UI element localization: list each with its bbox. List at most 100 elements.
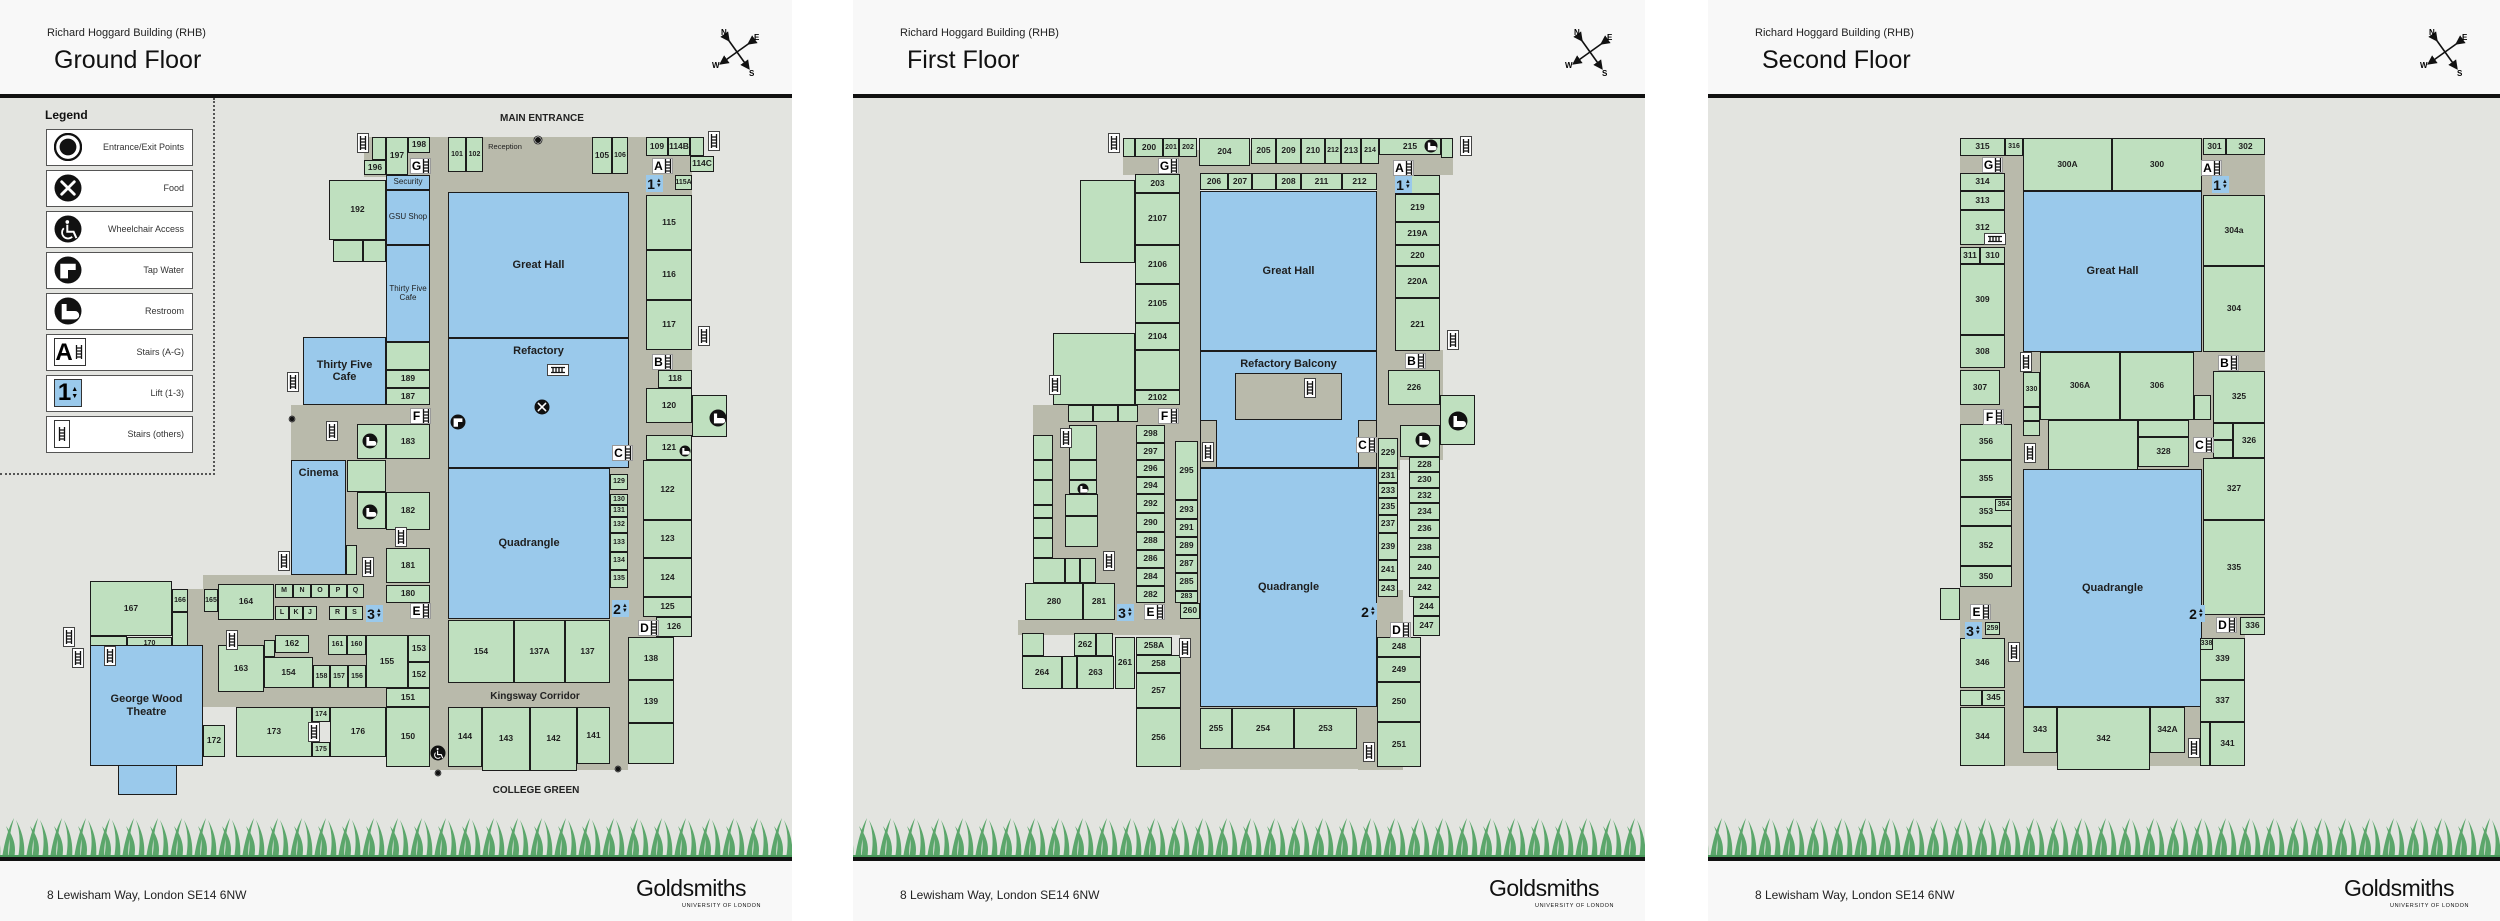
stair-marker[interactable]: A xyxy=(652,158,673,174)
stair-marker[interactable]: E xyxy=(1970,604,1991,620)
room-291[interactable]: 291 xyxy=(1175,519,1198,537)
room-great-hall[interactable]: Great Hall xyxy=(2023,191,2202,352)
room-114b[interactable]: 114B xyxy=(668,137,690,156)
lift-marker[interactable]: 3▲▼ xyxy=(1117,604,1134,621)
room-204[interactable]: 204 xyxy=(1199,138,1250,166)
stair-marker[interactable]: D xyxy=(2216,617,2237,633)
room-264[interactable]: 264 xyxy=(1022,656,1062,689)
room-219a[interactable]: 219A xyxy=(1395,222,1440,245)
room-192[interactable]: 192 xyxy=(329,180,386,240)
room-152[interactable]: 152 xyxy=(408,662,430,688)
room-325[interactable]: 325 xyxy=(2213,371,2265,423)
room-139[interactable]: 139 xyxy=(628,680,674,723)
room-247[interactable]: 247 xyxy=(1413,616,1440,636)
room-262[interactable]: 262 xyxy=(1074,633,1096,656)
room-338[interactable]: 338 xyxy=(2200,638,2213,650)
room-288[interactable]: 288 xyxy=(1136,532,1165,550)
room-thirty-five-cafe[interactable]: Thirty Five Cafe xyxy=(303,337,386,405)
room-137[interactable]: 137 xyxy=(565,620,610,683)
room-k[interactable]: K xyxy=(289,606,303,620)
room-207[interactable]: 207 xyxy=(1228,173,1252,190)
room-161[interactable]: 161 xyxy=(328,635,347,655)
room-258[interactable]: 258 xyxy=(1136,655,1181,673)
room-154[interactable]: 154 xyxy=(264,657,313,688)
room-quadrangle[interactable]: Quadrangle xyxy=(1200,468,1377,707)
room-212[interactable]: 212 xyxy=(1342,173,1377,190)
room-134[interactable]: 134 xyxy=(610,552,628,570)
room-296[interactable]: 296 xyxy=(1136,460,1165,477)
room-156[interactable]: 156 xyxy=(348,665,366,688)
room-208[interactable]: 208 xyxy=(1276,173,1301,190)
room-200[interactable]: 200 xyxy=(1135,138,1163,157)
room-2104[interactable]: 2104 xyxy=(1135,323,1180,350)
room-205[interactable]: 205 xyxy=(1251,138,1276,164)
room-292[interactable]: 292 xyxy=(1136,494,1165,513)
stair-marker[interactable]: A xyxy=(1393,160,1414,176)
room-220a[interactable]: 220A xyxy=(1395,266,1440,298)
stair-marker[interactable]: D xyxy=(1390,622,1411,638)
room-2106[interactable]: 2106 xyxy=(1135,245,1180,284)
room-219[interactable]: 219 xyxy=(1395,194,1440,222)
room-s[interactable]: S xyxy=(346,606,363,620)
room-250[interactable]: 250 xyxy=(1377,682,1421,722)
room-l[interactable]: L xyxy=(275,606,289,620)
room-131[interactable]: 131 xyxy=(610,505,628,517)
room-175[interactable]: 175 xyxy=(312,742,330,757)
room-282[interactable]: 282 xyxy=(1136,586,1165,603)
room-174[interactable]: 174 xyxy=(312,707,330,722)
stair-marker[interactable]: F xyxy=(1158,408,1179,424)
room-243[interactable]: 243 xyxy=(1378,580,1398,597)
room-r[interactable]: R xyxy=(329,606,346,620)
room-226[interactable]: 226 xyxy=(1388,370,1440,405)
room-215[interactable]: 215 xyxy=(1379,138,1441,155)
room-196[interactable]: 196 xyxy=(364,160,386,175)
room-293[interactable]: 293 xyxy=(1175,500,1198,519)
room-176[interactable]: 176 xyxy=(330,707,386,757)
room-304a[interactable]: 304a xyxy=(2203,195,2265,266)
room-187[interactable]: 187 xyxy=(386,388,430,405)
room-307[interactable]: 307 xyxy=(1960,370,2000,405)
room-344[interactable]: 344 xyxy=(1960,707,2005,766)
stair-marker[interactable]: C xyxy=(612,445,633,461)
room-167[interactable]: 167 xyxy=(90,581,172,636)
room-228[interactable]: 228 xyxy=(1409,457,1440,472)
room-328[interactable]: 328 xyxy=(2138,437,2189,467)
lift-marker[interactable]: 3▲▼ xyxy=(1965,622,1982,639)
room-158[interactable]: 158 xyxy=(313,665,330,688)
room-137a[interactable]: 137A xyxy=(514,620,565,683)
room-354[interactable]: 354 xyxy=(1995,499,2012,511)
room-314[interactable]: 314 xyxy=(1960,173,2005,191)
room-335[interactable]: 335 xyxy=(2203,520,2265,615)
room-132[interactable]: 132 xyxy=(610,517,628,533)
room-240[interactable]: 240 xyxy=(1409,557,1440,578)
room-160[interactable]: 160 xyxy=(347,635,366,655)
room-260[interactable]: 260 xyxy=(1180,603,1200,619)
room-151[interactable]: 151 xyxy=(386,688,430,707)
room-326[interactable]: 326 xyxy=(2233,423,2265,458)
room-313[interactable]: 313 xyxy=(1960,191,2005,210)
room-153[interactable]: 153 xyxy=(408,635,430,662)
room-116[interactable]: 116 xyxy=(646,250,692,300)
stair-marker[interactable]: F xyxy=(410,408,431,424)
room-197[interactable]: 197 xyxy=(386,137,408,175)
room-241[interactable]: 241 xyxy=(1378,560,1398,580)
room-255[interactable]: 255 xyxy=(1200,708,1232,749)
room-212[interactable]: 212 xyxy=(1325,138,1341,164)
room-209[interactable]: 209 xyxy=(1276,138,1301,164)
room-123[interactable]: 123 xyxy=(643,520,692,558)
room-295[interactable]: 295 xyxy=(1175,441,1198,500)
stair-marker[interactable]: F xyxy=(1983,409,2004,425)
room-289[interactable]: 289 xyxy=(1175,537,1198,555)
room-342a[interactable]: 342A xyxy=(2150,707,2185,753)
room-261[interactable]: 261 xyxy=(1115,637,1135,689)
room-thirty-five-cafe[interactable]: Thirty Five Cafe xyxy=(386,245,430,342)
room-122[interactable]: 122 xyxy=(643,460,692,520)
room-285[interactable]: 285 xyxy=(1175,573,1198,591)
room-109[interactable]: 109 xyxy=(646,137,668,156)
lift-marker[interactable]: 2▲▼ xyxy=(612,600,629,617)
room-297[interactable]: 297 xyxy=(1136,443,1165,460)
room-220[interactable]: 220 xyxy=(1395,245,1440,266)
room-126[interactable]: 126 xyxy=(656,617,692,637)
room-141[interactable]: 141 xyxy=(577,707,610,764)
room-120[interactable]: 120 xyxy=(646,388,692,423)
